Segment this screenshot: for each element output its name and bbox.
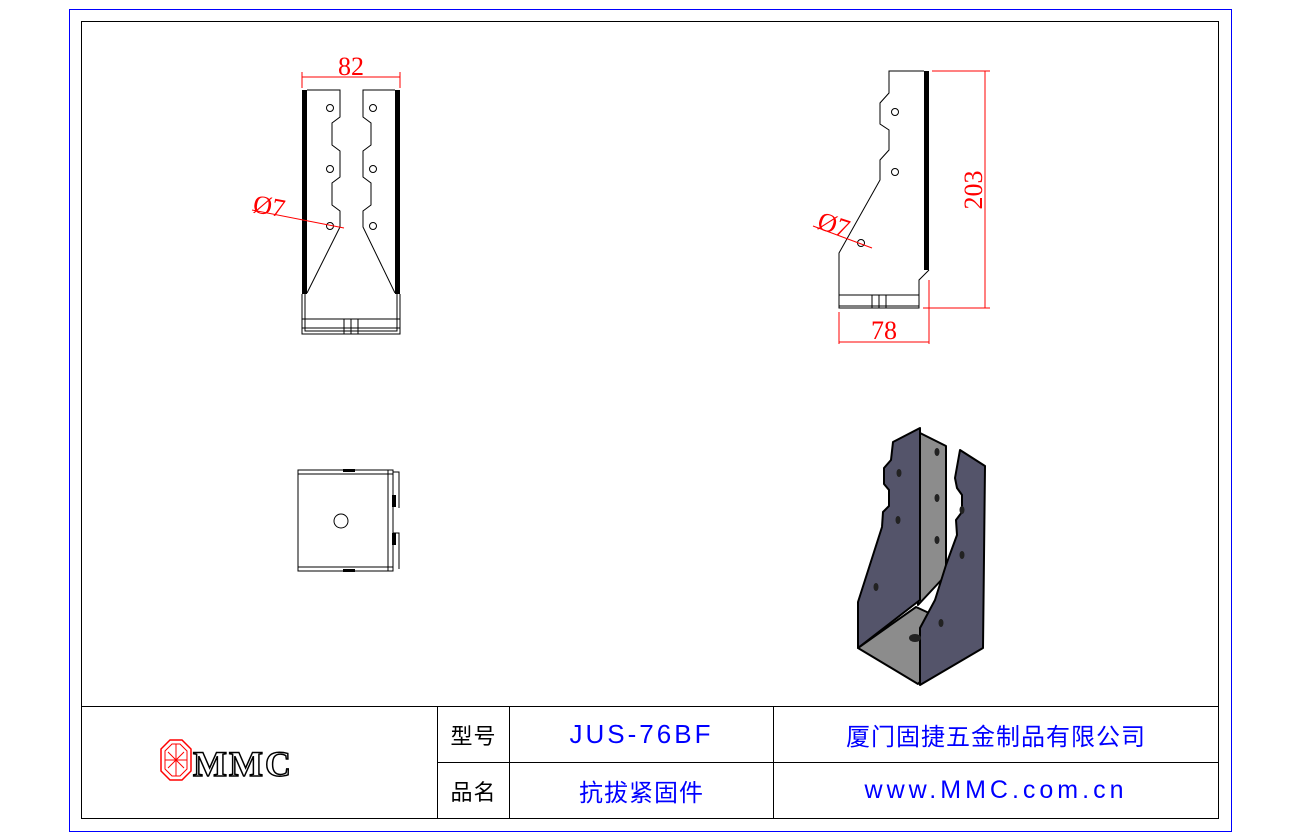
isometric-render (857, 427, 986, 686)
mmc-logo-mark: MMC (160, 739, 293, 785)
product-name-label: 品名 (450, 779, 497, 805)
front-hole-dimension: Ø7 (251, 189, 287, 223)
product-name-value: 抗拔紧固件 (579, 780, 704, 807)
side-view: 203 78 Ø7 (812, 70, 990, 345)
outer-border (69, 9, 1232, 832)
website: www.MMC.com.cn (864, 776, 1128, 804)
front-view: 82 Ø7 (251, 52, 401, 335)
side-width-dimension: 78 (871, 316, 897, 345)
title-block-grid (81, 706, 1218, 818)
model-value: JUS-76BF (569, 719, 714, 749)
company-name: 厦门固捷五金制品有限公司 (846, 724, 1146, 751)
top-view (297, 469, 400, 572)
side-height-dimension: 203 (959, 171, 988, 210)
front-width-dimension: 82 (338, 52, 364, 81)
inner-border (81, 21, 1219, 819)
logo-text: MMC (193, 744, 293, 784)
model-label: 型号 (450, 723, 497, 749)
